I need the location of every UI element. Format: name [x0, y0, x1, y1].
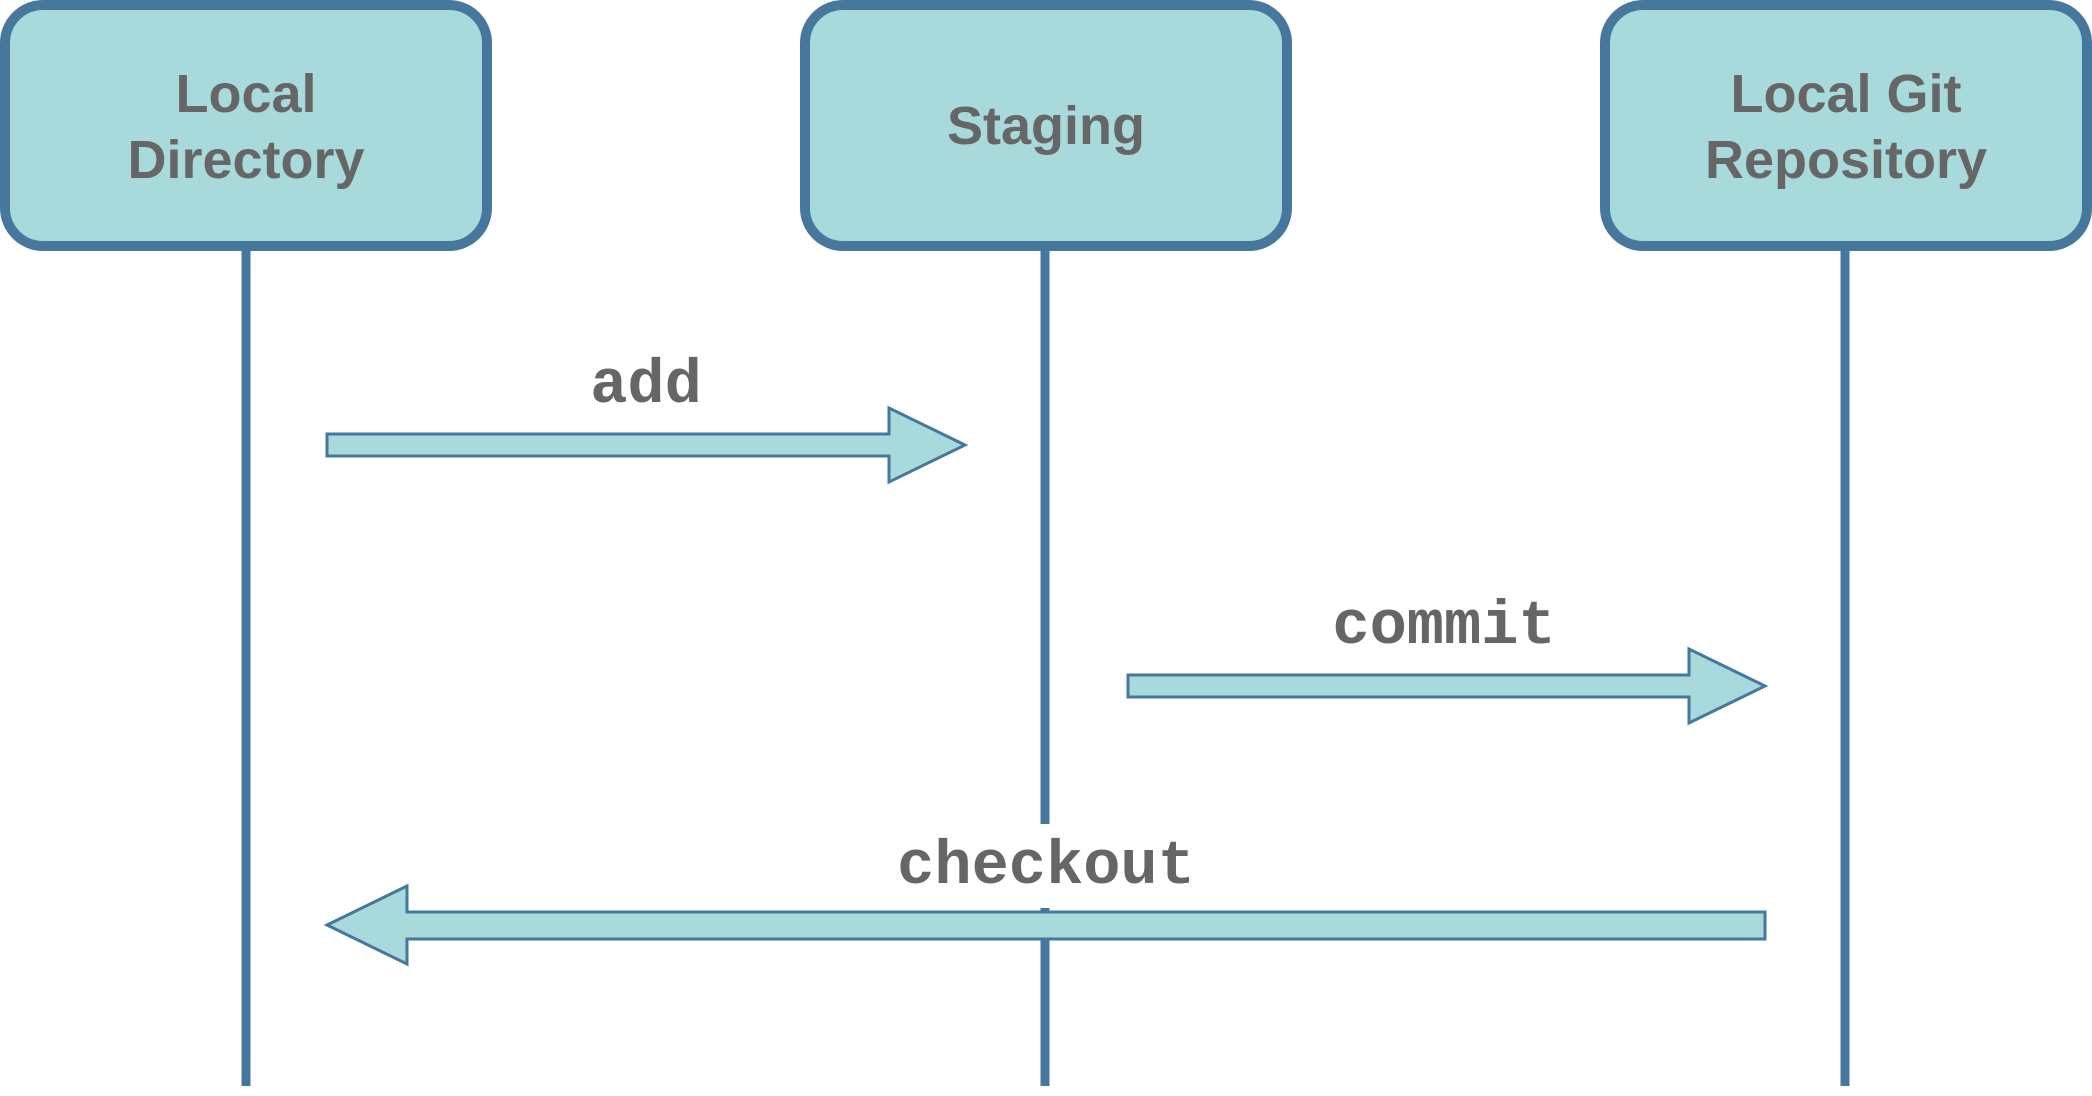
- actor-box: [0, 0, 492, 251]
- actor-local-directory: Local Directory: [0, 0, 492, 251]
- actor-label-line-1: Local: [175, 64, 316, 124]
- right-arrow-icon: [1126, 646, 1769, 726]
- left-arrow-icon: [323, 883, 1767, 967]
- message-label: checkout: [897, 831, 1195, 902]
- actor-label-line-1: Staging: [947, 96, 1145, 156]
- actor-box: [1600, 0, 2092, 251]
- right-arrow-icon: [325, 405, 969, 485]
- message-label: add: [590, 350, 702, 421]
- message-commit: commit: [1126, 591, 1769, 726]
- actor-staging: Staging: [800, 0, 1292, 251]
- actor-box: [800, 0, 1292, 251]
- message-checkout: checkout: [323, 831, 1767, 967]
- actor-label-line-1: Local Git: [1730, 64, 1961, 124]
- actor-local-git-repository: Local Git Repository: [1600, 0, 2092, 251]
- message-add: add: [325, 350, 969, 485]
- actor-label-line-2: Repository: [1705, 130, 1987, 190]
- actor-label-line-2: Directory: [127, 130, 364, 190]
- message-label: commit: [1332, 591, 1555, 662]
- lifelines: [241, 246, 1850, 1086]
